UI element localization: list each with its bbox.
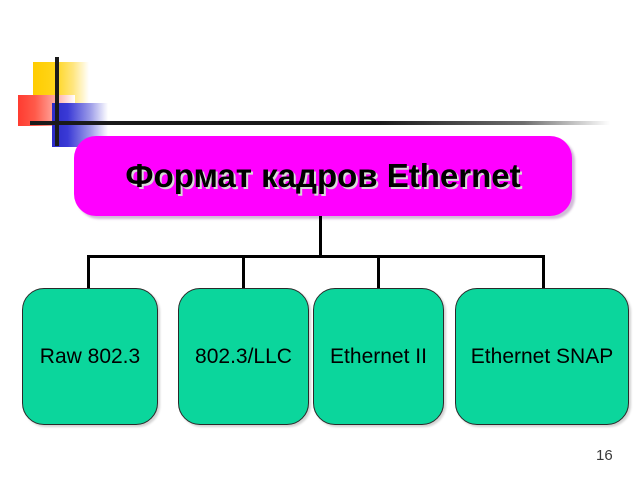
page-title: Формат кадров Ethernet bbox=[125, 157, 521, 194]
diagram-node-label: Ethernet SNAP bbox=[470, 344, 614, 368]
page-number: 16 bbox=[596, 447, 613, 464]
connector-drop-1 bbox=[87, 255, 90, 289]
connector-drop-4 bbox=[542, 255, 545, 289]
logo-vertical-rule-icon bbox=[55, 57, 59, 146]
diagram-node-label: Raw 802.3 bbox=[39, 344, 141, 368]
logo-horizontal-rule-icon bbox=[30, 121, 610, 125]
connector-root-stem bbox=[319, 216, 322, 257]
connector-drop-2 bbox=[242, 255, 245, 289]
diagram-node-ethernet-ii: Ethernet II bbox=[313, 288, 444, 425]
diagram-root-node: Формат кадров Ethernet bbox=[74, 136, 572, 216]
connector-horizontal-bus bbox=[87, 255, 545, 258]
diagram-node-label: 802.3/LLC bbox=[195, 344, 292, 368]
diagram-node-raw-802-3: Raw 802.3 bbox=[22, 288, 158, 425]
diagram-node-802-3-llc: 802.3/LLC bbox=[178, 288, 309, 425]
diagram-node-label: Ethernet II bbox=[330, 344, 427, 368]
diagram-node-ethernet-snap: Ethernet SNAP bbox=[455, 288, 629, 425]
connector-drop-3 bbox=[377, 255, 380, 289]
